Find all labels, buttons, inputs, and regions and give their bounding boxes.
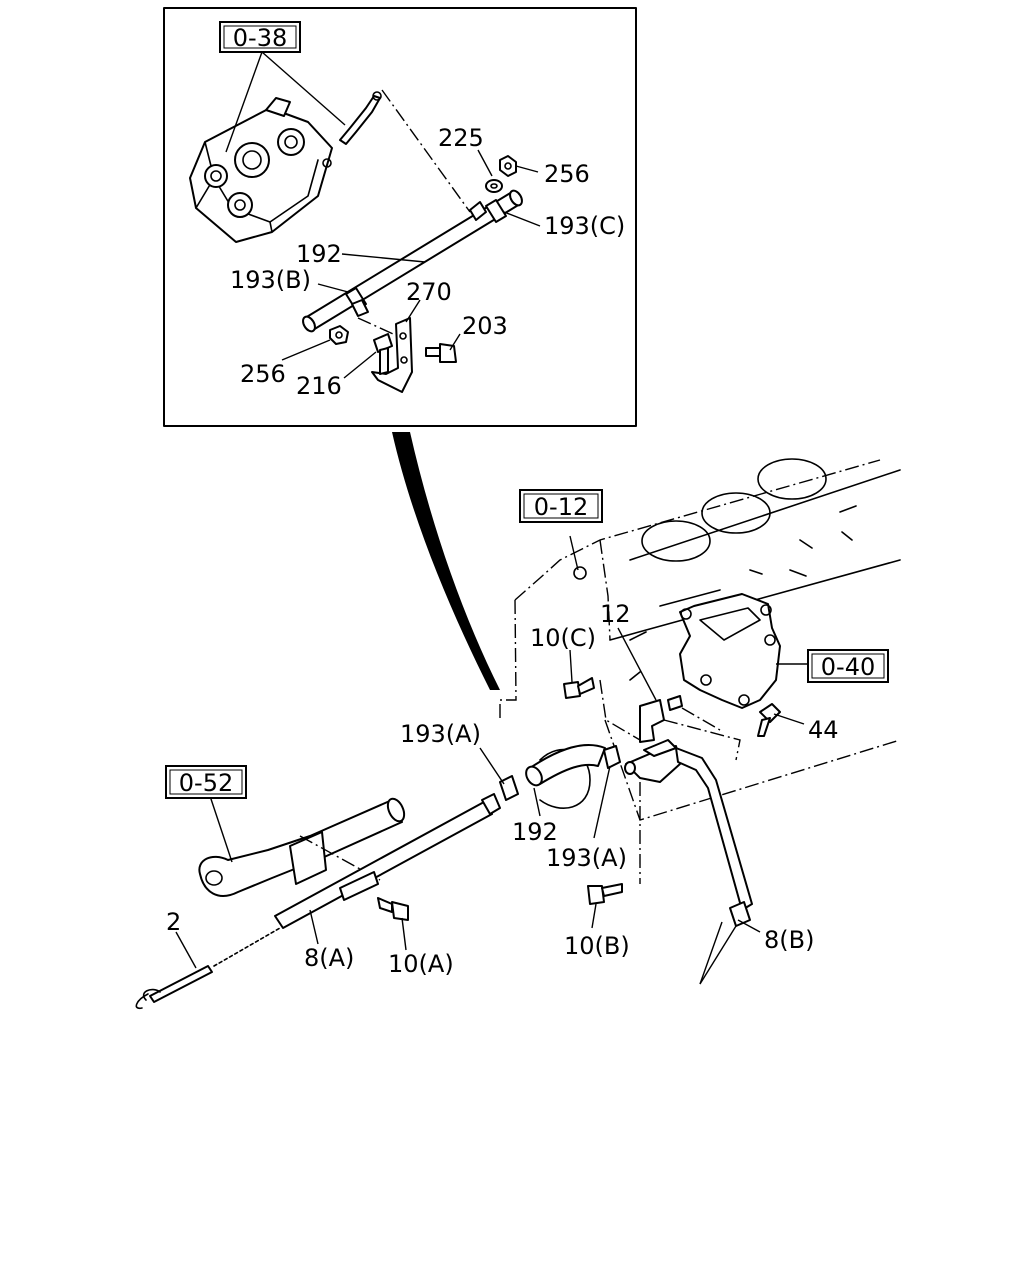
bracket-12 [639, 695, 683, 743]
clamp-193a-left [499, 775, 519, 801]
dipstick-2 [135, 927, 281, 1010]
bolt-10a [377, 897, 409, 921]
label-192-main: 192 [512, 818, 558, 846]
bolt-216 [373, 333, 393, 375]
oil-filter-body [679, 593, 781, 709]
bolt-10b [587, 883, 623, 905]
label-12: 12 [600, 600, 631, 628]
label-193b: 193(B) [230, 266, 311, 294]
cylinder-block [499, 458, 901, 821]
label-8b: 8(B) [764, 926, 814, 954]
label-193a-left: 193(A) [400, 720, 481, 748]
label-192-inset: 192 [296, 240, 342, 268]
pipe-8b [675, 747, 753, 927]
ref-box-0-38: 0-38 [219, 21, 301, 53]
label-193a-right: 193(A) [546, 844, 627, 872]
ref-box-0-12: 0-12 [519, 489, 603, 523]
ref-0-38: 0-38 [233, 24, 287, 52]
label-8a: 8(A) [304, 944, 354, 972]
oil-pump-housing [189, 97, 333, 243]
pipe-union [624, 739, 681, 783]
label-270: 270 [406, 278, 452, 306]
label-216: 216 [296, 372, 342, 400]
inset-fitting [339, 91, 382, 145]
bolt-203 [425, 343, 457, 363]
ref-box-0-52: 0-52 [165, 765, 247, 799]
dip-tube-8a [274, 793, 501, 929]
label-2: 2 [166, 908, 181, 936]
clamp-193c [469, 199, 507, 223]
nut-256-bottom [329, 325, 349, 345]
nut-256-top [499, 155, 517, 177]
hose-192 [525, 744, 606, 787]
bolt-44 [757, 703, 781, 737]
callout-wedge [392, 432, 500, 690]
label-256-bottom: 256 [240, 360, 286, 388]
ref-box-0-40: 0-40 [807, 649, 889, 683]
label-10c: 10(C) [530, 624, 596, 652]
label-44: 44 [808, 716, 839, 744]
bolt-10c [563, 677, 595, 699]
label-203: 203 [462, 312, 508, 340]
washer-225 [485, 179, 503, 193]
ref-0-52: 0-52 [179, 769, 233, 797]
ref-0-40: 0-40 [821, 653, 875, 681]
label-10b: 10(B) [564, 932, 630, 960]
label-10a: 10(A) [388, 950, 454, 978]
label-256-top: 256 [544, 160, 590, 188]
inset-detail: 0-38 225 256 193(C) 192 193(B) 270 203 2… [163, 7, 637, 427]
clamp-193b [345, 287, 369, 317]
clamp-193a-right [603, 745, 621, 769]
label-193c: 193(C) [544, 212, 625, 240]
label-225: 225 [438, 124, 484, 152]
ref-0-12: 0-12 [534, 493, 588, 521]
guide-tube [198, 797, 406, 897]
